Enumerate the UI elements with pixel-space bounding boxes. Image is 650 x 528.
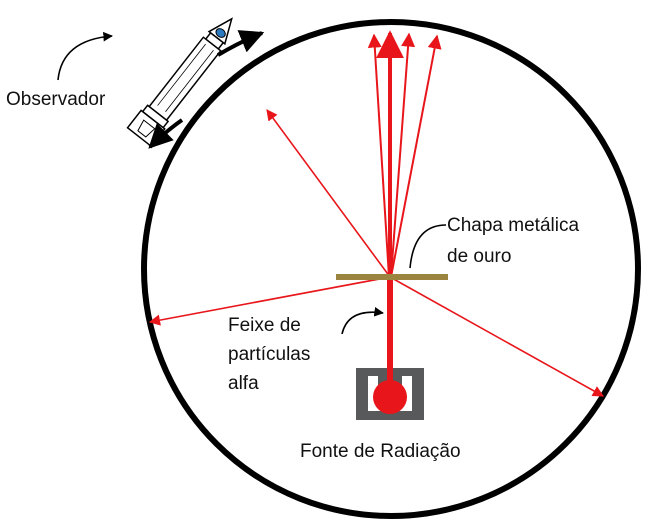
gold-foil-label-line2: de ouro bbox=[447, 246, 511, 267]
source-label: Fonte de Radiação bbox=[300, 441, 461, 462]
forward-rays bbox=[367, 30, 442, 278]
alpha-beam bbox=[387, 278, 393, 382]
beam-label-line3: alfa bbox=[228, 373, 259, 394]
gold-foil bbox=[336, 274, 448, 280]
detector-screen-circle bbox=[141, 19, 641, 519]
beam-label-line1: Feixe de bbox=[228, 315, 301, 336]
gold-foil-label-line1: Chapa metálica bbox=[447, 215, 579, 236]
deflected-rays bbox=[148, 109, 604, 397]
radiation-source-ball bbox=[373, 380, 407, 414]
curved-arrow-icon bbox=[148, 30, 265, 149]
radiation-source-icon bbox=[356, 368, 424, 420]
beam-leader bbox=[341, 307, 384, 335]
observer-leader bbox=[57, 31, 113, 81]
telescope-eye-icon bbox=[126, 17, 233, 148]
beam-label-line2: partículas bbox=[228, 344, 310, 365]
foil-leader bbox=[409, 224, 447, 269]
observer-label: Observador bbox=[6, 89, 106, 110]
